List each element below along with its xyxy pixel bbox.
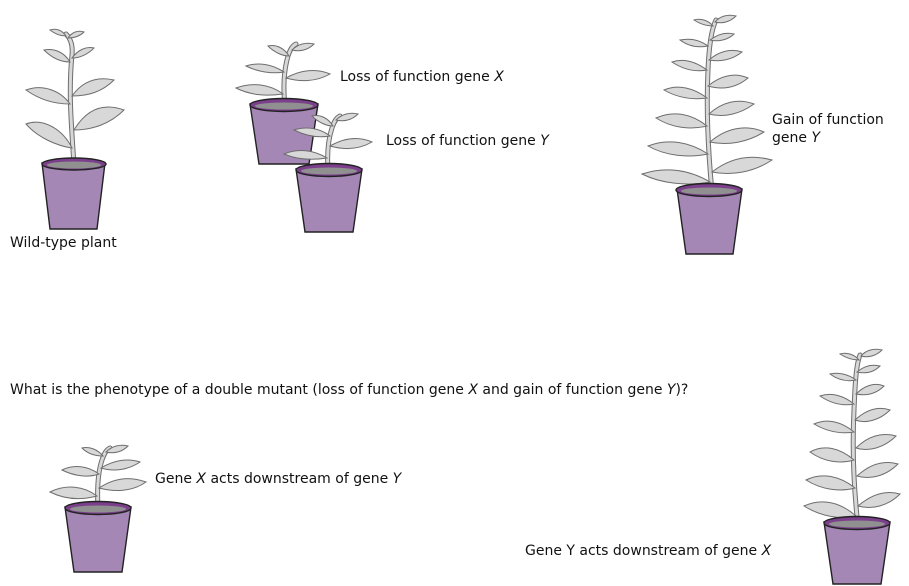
pot-icon xyxy=(249,97,319,165)
gene-y-italic: Y xyxy=(811,130,820,146)
loss-x-label: Loss of function gene X xyxy=(340,68,504,86)
answer-a-label: Gene X acts downstream of gene Y xyxy=(155,470,401,488)
question-text: What is the phenotype of a double mutant… xyxy=(10,381,688,399)
pot-icon xyxy=(823,515,891,585)
plant-leaves xyxy=(234,41,332,109)
loss-x-text: Loss of function gene xyxy=(340,69,495,85)
pot-icon xyxy=(64,500,132,573)
wild-type-text: Wild-type plant xyxy=(10,235,117,251)
plant-leaves xyxy=(640,14,774,195)
pot-icon xyxy=(41,157,107,230)
answer-b-label: Gene Y acts downstream of gene X xyxy=(525,542,771,560)
answer-b-gene-x: X xyxy=(761,543,772,559)
answer-a-gene-y: Y xyxy=(392,471,402,487)
question-part1: What is the phenotype of a double mutant… xyxy=(10,382,469,398)
pot-icon xyxy=(675,182,743,255)
question-part3: )? xyxy=(675,382,689,398)
answer-b-text: Gene Y acts downstream of gene xyxy=(525,543,762,559)
pot-icon xyxy=(295,162,363,233)
question-part2: and gain of function gene xyxy=(477,382,667,398)
gain-y-line2-text: gene xyxy=(772,130,812,146)
question-gene-x: X xyxy=(468,382,478,398)
question-gene-y: Y xyxy=(666,382,676,398)
plant-leaves xyxy=(282,112,374,173)
gain-y-line2: gene Y xyxy=(772,129,884,147)
wild-type-label: Wild-type plant xyxy=(10,234,117,252)
answer-a-part1: Gene xyxy=(155,471,197,487)
plant-leaves xyxy=(48,444,148,511)
gain-y-label: Gain of function gene Y xyxy=(772,111,884,147)
plant-leaves xyxy=(802,348,901,529)
answer-a-gene-x: X xyxy=(196,471,206,487)
loss-y-text: Loss of function gene xyxy=(386,133,541,149)
answer-a-part2: acts downstream of gene xyxy=(206,471,393,487)
gene-x-italic: X xyxy=(494,69,504,85)
plant-leaves xyxy=(24,28,125,169)
gain-y-line1: Gain of function xyxy=(772,112,884,128)
gene-y-italic: Y xyxy=(540,133,549,149)
loss-y-label: Loss of function gene Y xyxy=(386,132,549,150)
